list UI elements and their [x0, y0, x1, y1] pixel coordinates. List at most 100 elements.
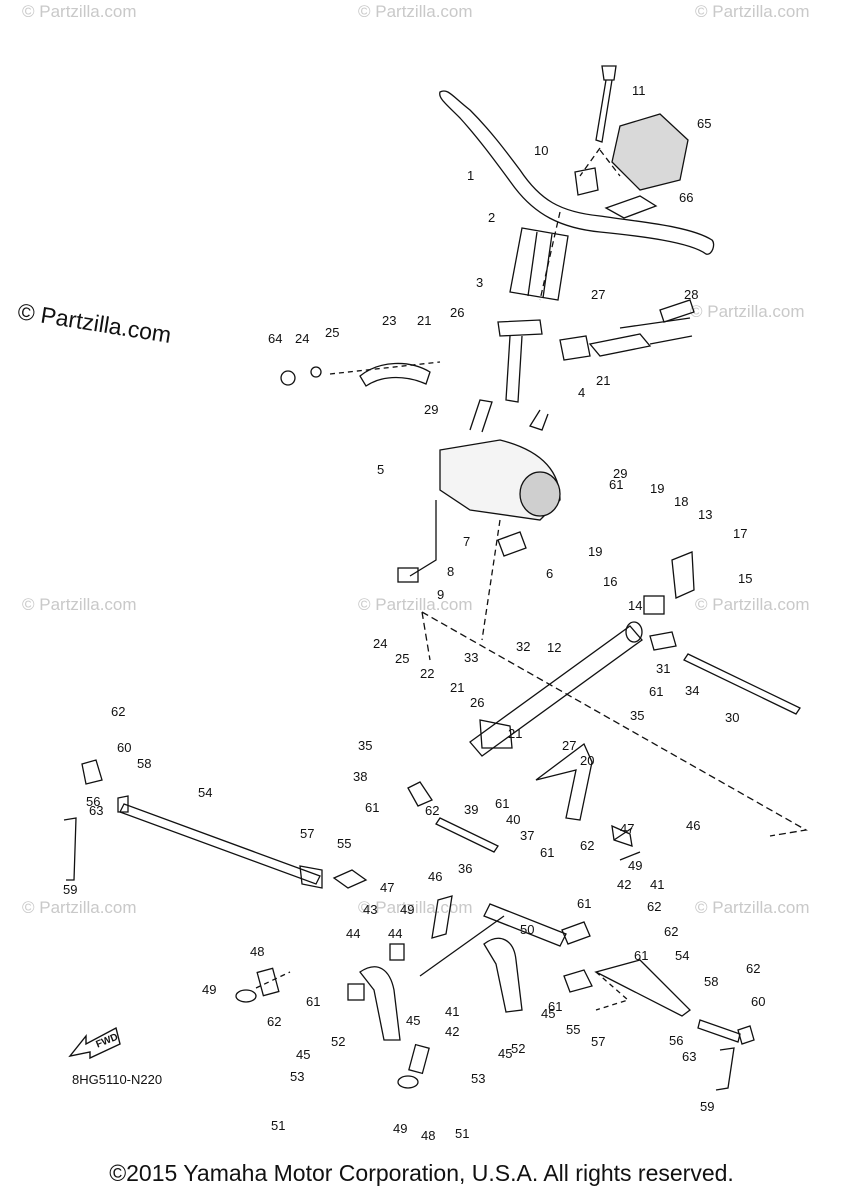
callout-51: 51: [455, 1126, 469, 1141]
callout-12: 12: [547, 640, 561, 655]
callout-61: 61: [306, 994, 320, 1009]
callout-4: 4: [578, 385, 585, 400]
callout-52: 52: [331, 1034, 345, 1049]
callout-49: 49: [393, 1121, 407, 1136]
callout-1: 1: [467, 168, 474, 183]
callout-51: 51: [271, 1118, 285, 1133]
callout-53: 53: [290, 1069, 304, 1084]
callout-22: 22: [420, 666, 434, 681]
callout-66: 66: [679, 190, 693, 205]
callout-63: 63: [89, 803, 103, 818]
callout-43: 43: [363, 902, 377, 917]
callout-15: 15: [738, 571, 752, 586]
callout-45: 45: [541, 1006, 555, 1021]
watermark-text: © Partzilla.com: [358, 595, 473, 614]
steering-column: [497, 319, 543, 337]
callout-35: 35: [358, 738, 372, 753]
sheet: [604, 195, 658, 219]
callout-57: 57: [300, 826, 314, 841]
pitman-arm-right: [559, 335, 591, 361]
callout-18: 18: [674, 494, 688, 509]
handlebar: [439, 90, 715, 255]
callout-60: 60: [751, 994, 765, 1009]
callout-31: 31: [656, 661, 670, 676]
callout-45: 45: [296, 1047, 310, 1062]
watermark-text: © Partzilla.com: [22, 2, 137, 21]
callout-62: 62: [267, 1014, 281, 1029]
cover: [611, 113, 689, 191]
callout-11: 11: [632, 83, 646, 98]
callout-46: 46: [686, 818, 700, 833]
callout-44: 44: [346, 926, 360, 941]
callout-27: 27: [562, 738, 576, 753]
callout-39: 39: [464, 802, 478, 817]
callout-56: 56: [86, 794, 100, 809]
callout-61: 61: [634, 948, 648, 963]
callout-48: 48: [250, 944, 264, 959]
callout-40: 40: [506, 812, 520, 827]
callout-61: 61: [649, 684, 663, 699]
watermark-text: © Partzilla.com: [358, 2, 473, 21]
callout-52: 52: [511, 1041, 525, 1056]
watermark-text: © Partzilla.com: [358, 898, 473, 917]
callout-9: 9: [437, 587, 444, 602]
callout-26: 26: [470, 695, 484, 710]
callout-45: 45: [498, 1046, 512, 1061]
link-20: [535, 742, 593, 821]
pitman-arm-left: [359, 362, 431, 387]
tie-rod-54-right: [594, 959, 691, 1017]
callout-48: 48: [421, 1128, 435, 1143]
callout-21: 21: [508, 726, 522, 741]
callout-24: 24: [373, 636, 387, 651]
column-cover: [509, 227, 569, 301]
callout-61: 61: [495, 796, 509, 811]
callout-44: 44: [388, 926, 402, 941]
callout-64: 64: [268, 331, 282, 346]
fwd-arrow-icon: FWD: [68, 1026, 121, 1060]
callout-49: 49: [628, 858, 642, 873]
callout-30: 30: [725, 710, 739, 725]
callout-42: 42: [617, 877, 631, 892]
callout-61: 61: [577, 896, 591, 911]
watermark-text: © Partzilla.com: [695, 2, 810, 21]
watermark-text: © Partzilla.com: [695, 595, 810, 614]
callout-62: 62: [111, 704, 125, 719]
watermark-text: © Partzilla.com: [690, 302, 805, 321]
callout-7: 7: [463, 534, 470, 549]
callout-41: 41: [445, 1004, 459, 1019]
callout-6: 6: [546, 566, 553, 581]
callout-49: 49: [202, 982, 216, 997]
copyright-notice: ©2015 Yamaha Motor Corporation, U.S.A. A…: [109, 1160, 734, 1186]
callout-62: 62: [580, 838, 594, 853]
callout-19: 19: [650, 481, 664, 496]
callout-54: 54: [198, 785, 212, 800]
callout-45: 45: [406, 1013, 420, 1028]
callout-62: 62: [425, 803, 439, 818]
watermark-text: © Partzilla.com: [22, 898, 137, 917]
top-bolt: [595, 65, 617, 143]
callout-24: 24: [295, 331, 309, 346]
callout-62: 62: [664, 924, 678, 939]
callout-54: 54: [675, 948, 689, 963]
callout-47: 47: [380, 880, 394, 895]
bracket: [671, 551, 695, 599]
callout-38: 38: [353, 769, 367, 784]
callout-53: 53: [471, 1071, 485, 1086]
diagram-code: 8HG5110-N220: [72, 1072, 163, 1087]
steering-shaft: [469, 625, 643, 757]
tie-rod-30: [683, 653, 801, 715]
callout-32: 32: [516, 639, 530, 654]
callout-25: 25: [395, 651, 409, 666]
callout-61: 61: [609, 477, 623, 492]
callout-8: 8: [447, 564, 454, 579]
callout-2: 2: [488, 210, 495, 225]
callout-65: 65: [697, 116, 711, 131]
callout-49: 49: [400, 902, 414, 917]
callout-29: 29: [613, 466, 627, 481]
callout-61: 61: [540, 845, 554, 860]
callout-36: 36: [458, 861, 472, 876]
callout-42: 42: [445, 1024, 459, 1039]
callout-50: 50: [520, 922, 534, 937]
callout-37: 37: [520, 828, 534, 843]
